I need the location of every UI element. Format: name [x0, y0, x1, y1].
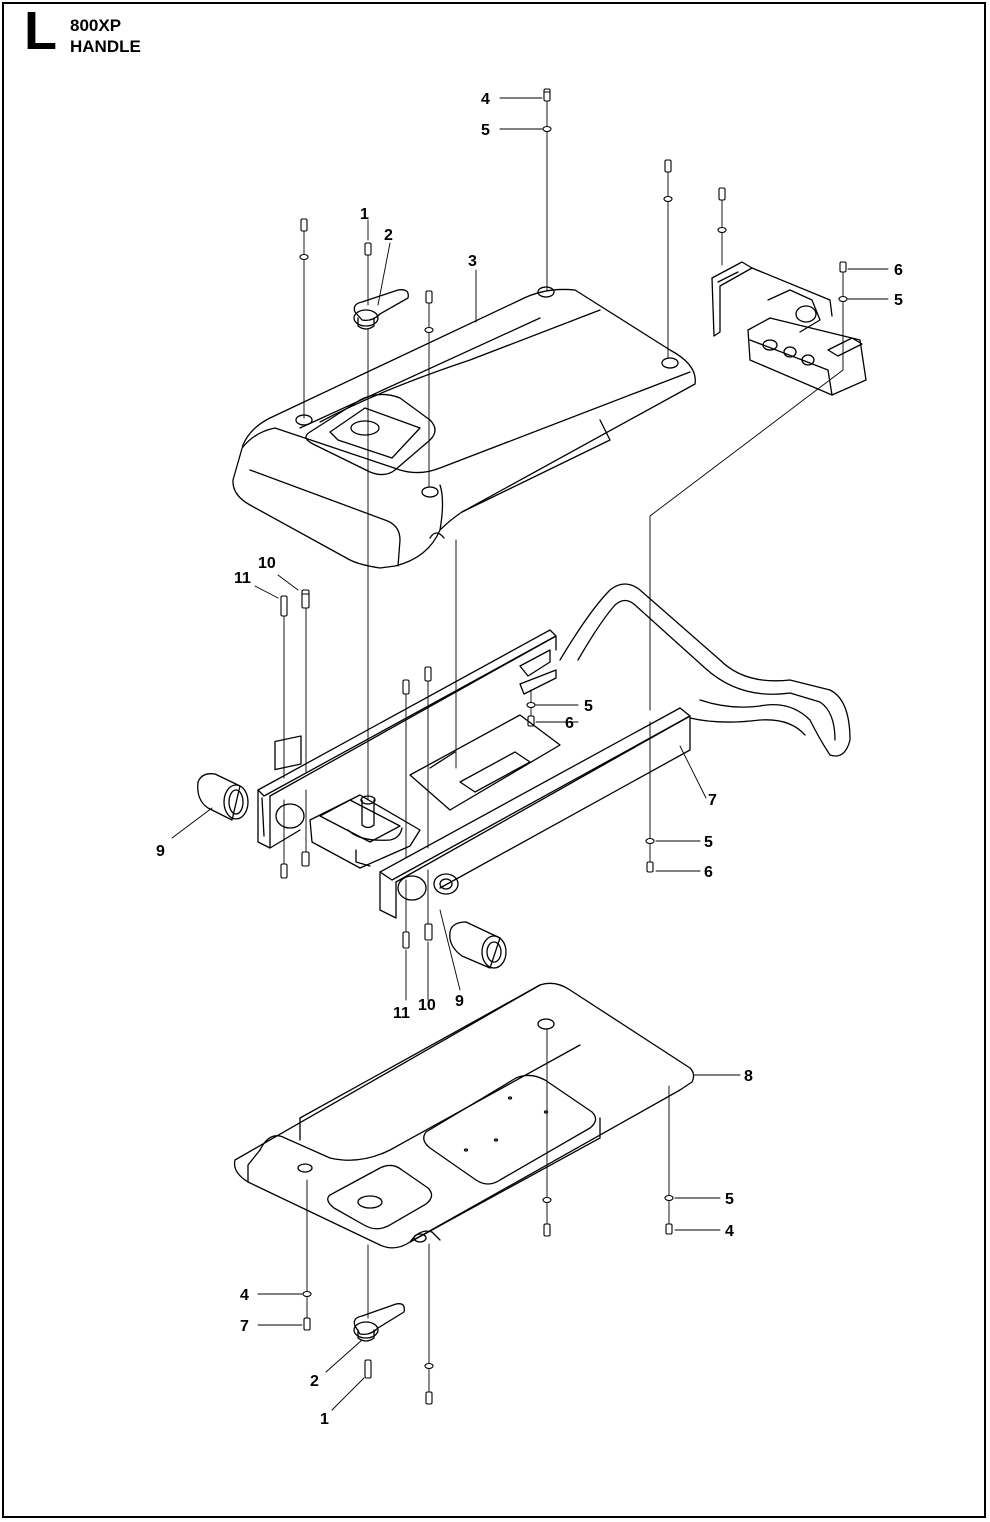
callout-1-bottom: 1: [320, 1411, 329, 1428]
callout-7-bottom: 7: [240, 1318, 249, 1335]
screw-6-lower: [646, 861, 654, 873]
washer: [302, 1290, 312, 1298]
screw-7-bottom: [303, 1317, 311, 1331]
callouts: 4 5 1 2 3 6 5 10 11 5 6 7 9 5 6 11 10 9 …: [156, 91, 903, 1428]
washer: [542, 125, 552, 133]
assembly-title: HANDLE: [70, 37, 141, 56]
callout-6-lower: 6: [704, 864, 713, 881]
top-cover: [232, 286, 696, 569]
callout-4-bottom-left: 4: [240, 1287, 249, 1304]
callout-6-frame: 6: [565, 715, 574, 732]
tubular-handle-bar: [559, 583, 851, 757]
washer: [717, 226, 727, 234]
washer: [838, 295, 848, 303]
fasteners: [280, 88, 848, 1405]
callout-5-bottom: 5: [725, 1191, 734, 1208]
control-bracket: [711, 261, 867, 396]
grip-right: [449, 921, 507, 969]
grip-left: [197, 773, 249, 821]
washer: [542, 1196, 552, 1204]
callout-2-top: 2: [384, 227, 393, 244]
callout-5-top: 5: [481, 122, 490, 139]
screw-top-right: [664, 159, 672, 173]
screw-below-left-a: [280, 863, 288, 879]
callout-2-bottom: 2: [310, 1373, 319, 1390]
screw-bracket: [718, 187, 726, 201]
screw-4-right: [665, 1223, 673, 1235]
screw-10-left: [301, 589, 310, 609]
washer: [526, 701, 536, 709]
washer: [299, 253, 309, 261]
top-lever: [353, 289, 409, 330]
screw-frame-b: [424, 666, 432, 682]
screw-top-lever: [364, 242, 372, 256]
washer: [424, 1362, 434, 1370]
callout-7-frame: 7: [708, 792, 717, 809]
callout-5-frame: 5: [584, 698, 593, 715]
screw-6-upper: [839, 261, 847, 273]
callout-8: 8: [744, 1068, 753, 1085]
handle-frame: [257, 629, 691, 919]
callout-5-lower: 5: [704, 834, 713, 851]
washer: [424, 326, 434, 334]
screw-top-left: [300, 218, 308, 232]
screw-bottom-mid: [543, 1223, 551, 1237]
callout-4-bottom-right: 4: [725, 1223, 734, 1240]
callout-1-top: 1: [360, 206, 369, 223]
callout-10-right: 10: [418, 997, 436, 1014]
callout-4-top: 4: [481, 91, 490, 108]
screw-10-right: [424, 923, 433, 941]
bottom-lever: [353, 1303, 405, 1342]
screw-11-right: [402, 931, 410, 949]
screw-bottom-right: [425, 1391, 433, 1405]
callout-10-left: 10: [258, 555, 276, 572]
callout-3: 3: [468, 253, 477, 270]
callout-5-bracket: 5: [894, 292, 903, 309]
screw-1-bottom: [364, 1359, 372, 1379]
screw-11-left: [280, 595, 288, 617]
washer: [645, 837, 655, 845]
callout-11-left: 11: [234, 570, 251, 587]
washer: [664, 1194, 674, 1202]
callout-9-left: 9: [156, 843, 165, 860]
washer: [663, 195, 673, 203]
callout-11-right: 11: [393, 1005, 410, 1022]
screw-below-left-b: [301, 851, 310, 867]
screw-top-mid: [425, 290, 433, 304]
section-letter: L: [24, 1, 57, 61]
screw-frame-a: [402, 679, 410, 695]
callout-6-bracket: 6: [894, 262, 903, 279]
callout-9-right: 9: [455, 993, 464, 1010]
screw-top-4: [543, 88, 551, 102]
assembly-lines: [171, 97, 889, 1411]
bottom-cover: [233, 982, 695, 1249]
model-title: 800XP: [70, 16, 122, 35]
